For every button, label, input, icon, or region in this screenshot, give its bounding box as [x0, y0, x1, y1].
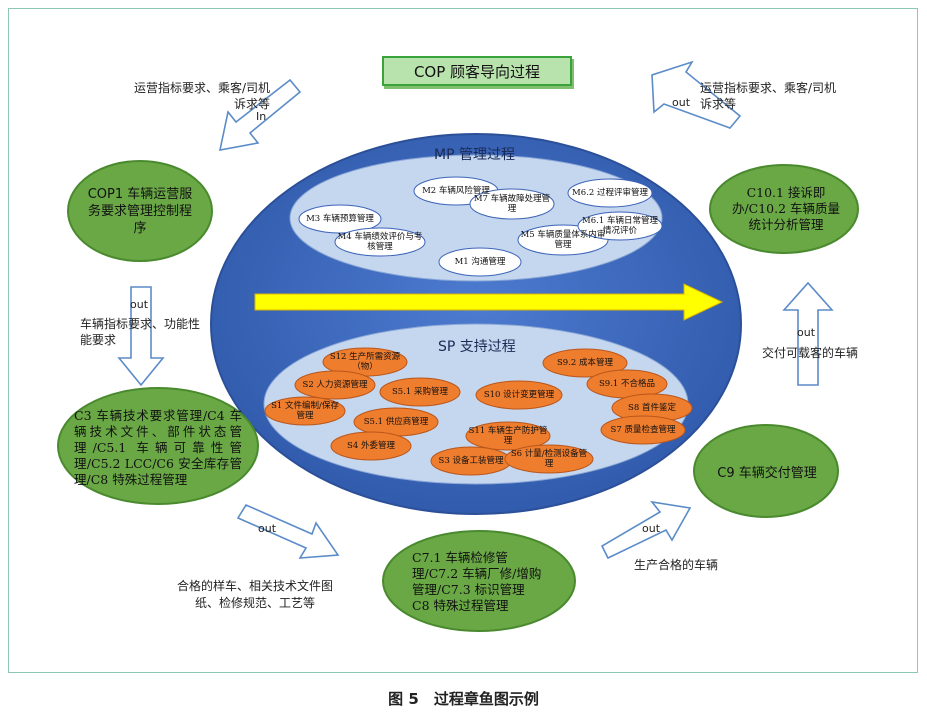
- sp-item-ellipse: [542, 348, 628, 378]
- mp-items: [298, 176, 663, 277]
- c3-c7-text: 合格的样车、相关技术文件图纸、检修规范、工艺等: [176, 579, 333, 610]
- c7-c9-text: 生产合格的车辆: [634, 558, 719, 572]
- input-arrow: [218, 78, 302, 152]
- sp-item-ellipse: [264, 396, 346, 426]
- cop1-label: COP1 车辆运营服务要求管理控制程序: [87, 187, 193, 236]
- sp-item-label: S8 首件鉴定: [628, 403, 676, 413]
- c7-to-c9-arrow: [600, 500, 692, 560]
- mp-item-label: M3 车辆预算管理: [306, 214, 374, 224]
- mp-item-label: M6.1 车辆日常管理情况评价: [582, 216, 658, 236]
- mp-item-label: M1 沟通管理: [454, 257, 506, 267]
- c9-to-c10-arrow: [782, 281, 834, 386]
- sp-header: SP 支持过程: [438, 339, 516, 355]
- sp-item-label: S11 车辆生产防护管理: [468, 426, 548, 446]
- mp-item-ellipse: [438, 247, 522, 277]
- c9-c10-out-label: out: [797, 326, 816, 339]
- mp-header: MP 管理过程: [434, 147, 515, 163]
- output-out-label: out: [672, 96, 691, 109]
- output-arrow: [651, 60, 742, 129]
- sp-item-ellipse: [504, 444, 594, 474]
- sp-item-ellipse: [294, 370, 376, 400]
- c3-to-c7-arrow: [236, 503, 340, 559]
- figure-caption: 图 5 过程章鱼图示例: [388, 690, 539, 708]
- cop1-c3-out-label: out: [130, 298, 149, 311]
- mp-item-ellipse: [567, 178, 653, 208]
- sp-item-label: S1 文件编制/保存管理: [271, 401, 339, 421]
- sp-item-ellipse: [379, 377, 461, 407]
- sp-item-label: S3 设备工装管理: [438, 456, 504, 466]
- sp-item-label: S9.2 成本管理: [556, 358, 614, 368]
- sp-item-label: S6 计量/检测设备管理: [510, 449, 588, 469]
- sp-items: [264, 347, 693, 476]
- mp-item-label: M7 车辆故障处理管理: [473, 194, 551, 214]
- sp-item-label: S4 外委管理: [347, 441, 395, 451]
- c3-c7-out-label: out: [258, 522, 277, 535]
- sp-item-label: S5.1 采购管理: [391, 387, 449, 397]
- sp-item-label: S7 质量检查管理: [610, 425, 676, 435]
- sp-item-ellipse: [600, 415, 686, 445]
- sp-item-label: S12 生产所需资源（物）: [329, 352, 401, 372]
- c7-node: [382, 530, 576, 632]
- flow-arrows: [117, 60, 834, 560]
- cop1-to-c3-arrow: [117, 286, 165, 387]
- c10-label: C10.1 接诉即办/C10.2 车辆质量统计分析管理: [731, 185, 841, 232]
- c10-node: [709, 164, 859, 254]
- sp-item-label: S9.1 不合格品: [598, 379, 656, 389]
- sp-item-label: S10 设计变更管理: [483, 390, 555, 400]
- c7-c9-out-label: out: [642, 522, 661, 535]
- c7-label: C7.1 车辆检修管理/C7.2 车辆厂修/增购管理/C7.3 标识管理 C8 …: [412, 550, 542, 613]
- cop1-node: [67, 160, 213, 262]
- sp-item-label: S2 人力资源管理: [302, 380, 368, 390]
- cop-title-box: COP 顾客导向过程: [382, 56, 572, 86]
- mp-item-label: M5 车辆质量体系内审管理: [520, 230, 606, 250]
- sp-item-ellipse: [475, 380, 563, 410]
- in-label: In: [256, 110, 267, 123]
- c9-c10-text: 交付可载客的车辆: [762, 346, 859, 360]
- mp-item-label: M6.2 过程评审管理: [572, 188, 648, 198]
- c3-node: [57, 387, 259, 505]
- c3-label: C3 车辆技术要求管理/C4 车辆技术文件、部件状态管理/C5.1 车辆可靠性管…: [74, 408, 242, 487]
- mp-item-ellipse: [469, 188, 555, 220]
- c9-node: [693, 424, 839, 518]
- diagram-frame: [8, 8, 918, 673]
- mp-item-ellipse: [577, 211, 663, 241]
- main-flow-arrow: [254, 283, 724, 321]
- sp-item-ellipse: [465, 421, 551, 451]
- cop1-c3-text: 车辆指标要求、功能性能要求: [80, 317, 201, 347]
- mp-item-ellipse: [298, 204, 382, 234]
- sp-item-ellipse: [330, 431, 412, 461]
- mp-item-ellipse: [334, 227, 426, 257]
- sp-item-label: S5.1 供应商管理: [363, 417, 429, 427]
- output-text: 运营指标要求、乘客/司机诉求等: [700, 81, 837, 111]
- mp-item-label: M4 车辆绩效评价与考核管理: [337, 232, 423, 252]
- input-text: 运营指标要求、乘客/司机诉求等: [133, 81, 270, 111]
- c9-label: C9 车辆交付管理: [717, 466, 817, 481]
- mp-item-label: M2 车辆风险管理: [422, 186, 490, 196]
- cop-title: COP 顾客导向过程: [413, 62, 541, 81]
